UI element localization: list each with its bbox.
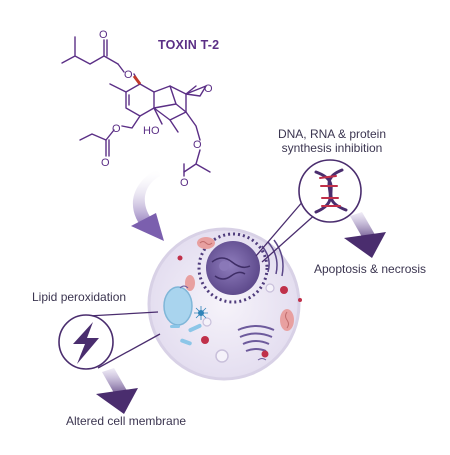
- t2-molecule: [61, 36, 211, 177]
- nucleus: [206, 241, 260, 295]
- dna-helix-icon: [314, 168, 348, 214]
- lipid-callout: [58, 311, 161, 370]
- atom-o1: O: [99, 29, 108, 41]
- apoptosis-label: Apoptosis & necrosis: [314, 262, 427, 276]
- atom-o5: O: [193, 139, 202, 151]
- cell: [147, 227, 302, 381]
- lightning-icon: [73, 322, 99, 364]
- dna-callout: [255, 159, 362, 263]
- atom-o2: O: [124, 69, 133, 81]
- atom-ho: HO: [143, 125, 160, 137]
- stereo-bond: [132, 75, 142, 85]
- curved-arrow-icon: [131, 168, 164, 241]
- down-arrow-icon: [344, 212, 386, 258]
- membrane-label: Altered cell membrane: [66, 414, 187, 428]
- mitochondrion-2: [185, 275, 195, 291]
- molecule-atoms: O O O O HO O O O: [99, 29, 213, 189]
- atom-o3: O: [112, 123, 121, 135]
- atom-o4: O: [101, 157, 110, 169]
- nucleus-envelope: [197, 232, 269, 304]
- toxin-title: TOXIN T-2: [158, 38, 220, 52]
- atom-o7: O: [204, 83, 213, 95]
- dna-rna-label: DNA, RNA & protein synthesis inhibition: [277, 127, 387, 155]
- atom-o6: O: [180, 177, 189, 189]
- golgi: [237, 325, 275, 352]
- down-arrow-icon: [96, 368, 138, 414]
- vacuole: [163, 286, 193, 326]
- lipid-label: Lipid peroxidation: [32, 290, 127, 304]
